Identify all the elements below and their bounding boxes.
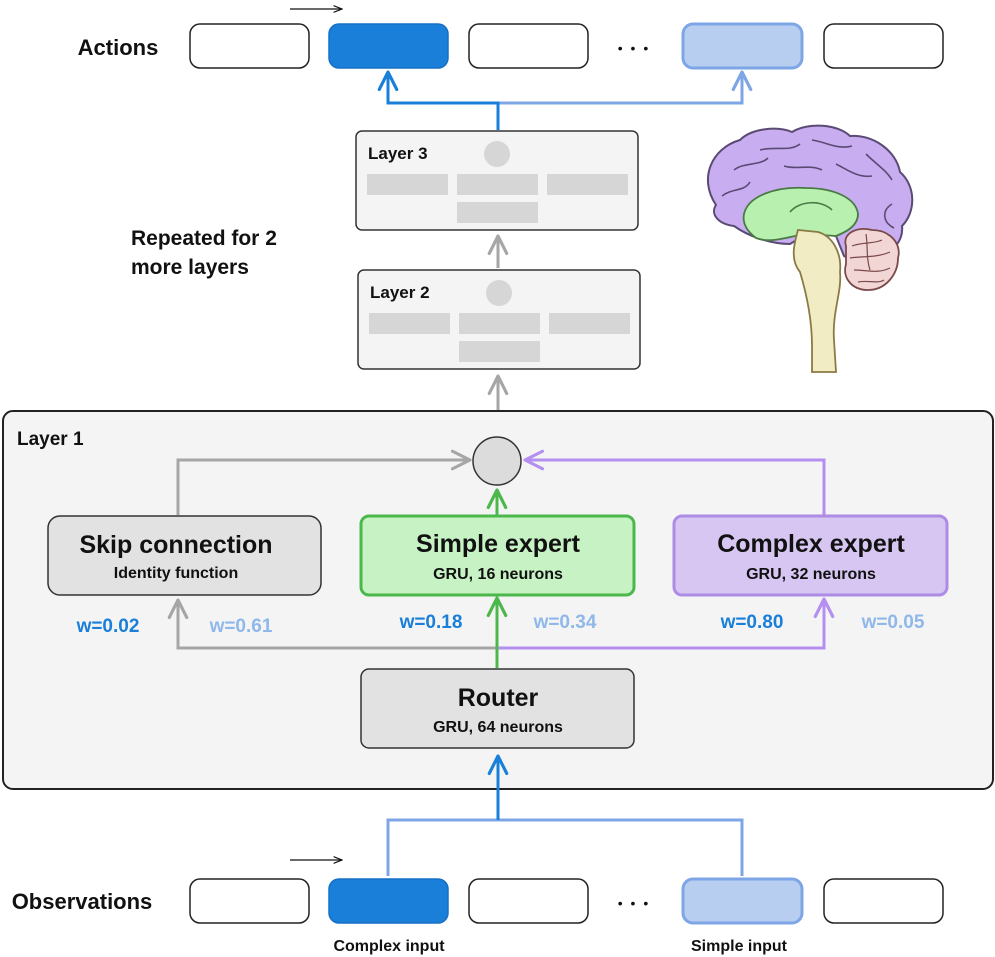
observation-slot	[823, 878, 944, 924]
layer-2-block: Layer 2	[357, 269, 641, 370]
sum-node	[472, 436, 522, 486]
layer-1-title: Layer 1	[17, 429, 84, 450]
simple-output-arrow	[496, 70, 753, 130]
action-slot	[189, 23, 310, 69]
complex-input-label: Complex input	[333, 938, 445, 955]
observation-slot	[468, 878, 589, 924]
layer-2-title: Layer 2	[370, 283, 430, 302]
simple-weight-complex: w=0.18	[399, 612, 463, 633]
router-subtitle: GRU, 64 neurons	[433, 719, 563, 736]
observations-label: Observations	[12, 889, 153, 914]
simple-weight-simple: w=0.34	[533, 612, 597, 633]
sum-node	[484, 141, 510, 167]
simple-expert-subtitle: GRU, 16 neurons	[433, 566, 563, 583]
sum-node	[486, 280, 512, 306]
complex-input-branch	[386, 818, 498, 876]
ellipsis: • • •	[618, 895, 650, 911]
layer-3-block: Layer 3	[355, 130, 639, 231]
complex-expert-box: Complex expert GRU, 32 neurons	[672, 514, 949, 597]
router-box: Router GRU, 64 neurons	[360, 668, 635, 749]
complex-expert-title: Complex expert	[717, 530, 905, 558]
complex-weight-complex: w=0.80	[720, 612, 784, 633]
skip-to-sum-arrow	[176, 449, 472, 515]
simple-expert-title: Simple expert	[416, 530, 581, 558]
router-to-complex-arrow	[497, 597, 835, 650]
repeated-note-line-1: Repeated for 2	[131, 227, 277, 250]
action-slot-simple	[681, 22, 804, 70]
ellipsis: • • •	[618, 40, 650, 56]
observation-slot-simple	[681, 877, 804, 925]
complex-weight-simple: w=0.05	[861, 612, 925, 633]
skip-weight-simple: w=0.61	[209, 616, 273, 637]
simple-expert-box: Simple expert GRU, 16 neurons	[359, 514, 636, 597]
actions-label: Actions	[78, 35, 159, 60]
layer-3-title: Layer 3	[368, 144, 428, 163]
router-title: Router	[458, 684, 539, 712]
skip-connection-title: Skip connection	[79, 531, 272, 559]
simple-input-label: Simple input	[691, 938, 788, 955]
repeated-note-line-2: more layers	[131, 256, 249, 279]
observation-slot	[189, 878, 310, 924]
action-slot-complex	[328, 23, 449, 69]
brain-illustration	[706, 124, 914, 373]
complex-to-sum-arrow	[523, 449, 826, 515]
observation-slot-complex	[328, 878, 449, 924]
skip-connection-box: Skip connection Identity function	[47, 515, 322, 596]
skip-connection-subtitle: Identity function	[114, 565, 238, 582]
complex-expert-subtitle: GRU, 32 neurons	[746, 566, 876, 583]
action-slot	[468, 23, 589, 69]
complex-output-arrow	[377, 70, 500, 130]
skip-weight-complex: w=0.02	[76, 616, 140, 637]
action-slot	[823, 23, 944, 69]
